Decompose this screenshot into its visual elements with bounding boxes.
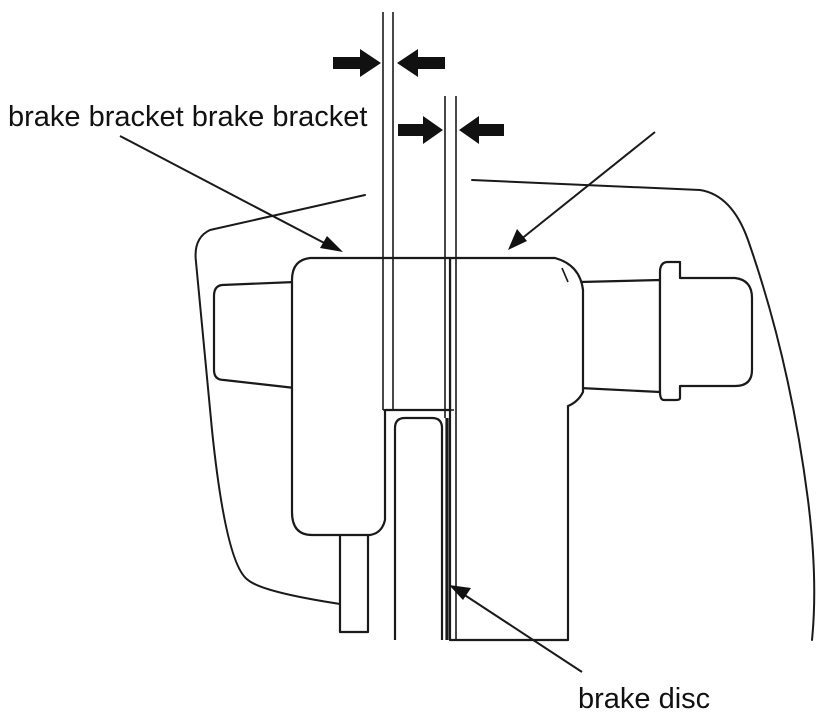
bracket-label: brake bracket brake bracket [8,101,367,133]
measure-arrow-right-icon-2 [398,116,443,144]
measure-arrow-right-icon [333,49,381,77]
bracket-leader-left-arrowhead-icon [320,236,343,252]
brake-disc [393,416,444,640]
caliper-inner-edge [561,267,569,283]
left-guide-pin [212,280,297,390]
disc-leader-arrowhead-icon [449,585,471,600]
right-guide-pin-cap [658,260,754,402]
bracket-leader-right [519,131,656,241]
left-bracket-stub [338,518,370,634]
measure-arrow-left-icon [397,49,445,77]
bracket-leader-left [119,135,331,247]
disc-leader [459,591,583,673]
bracket-leader-right-arrowhead-icon [508,229,527,250]
caliper-body-left [290,256,452,537]
knuckle-outline [194,194,366,605]
caliper-body-right [448,256,585,642]
disc-label: brake disc [578,683,710,715]
measure-arrow-left-icon-2 [459,116,504,144]
knuckle-outline-right [471,179,816,641]
right-guide-pin-body [578,278,662,394]
